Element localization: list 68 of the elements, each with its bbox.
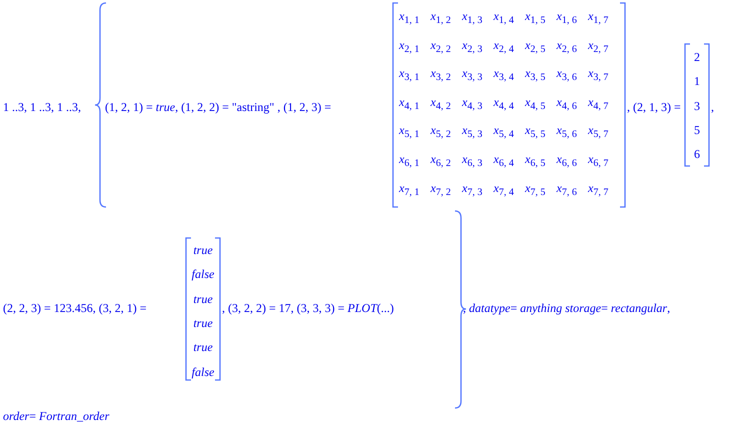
matrix-entry: x$_{1, 4}$: [494, 8, 514, 28]
matrix-entry: x$_{7, 5}$: [525, 180, 546, 199]
matrix-entry: x$_{2, 3}$: [462, 37, 482, 56]
vector-entry: 2: [694, 50, 700, 64]
matrix-entry: x$_{5, 2}$: [430, 123, 451, 142]
vector-entry: true: [193, 291, 213, 306]
vector-entry: true: [193, 340, 213, 354]
matrix-entry: x$_{7, 7}$: [588, 180, 608, 199]
matrix-entry: x$_{7, 6}$: [556, 180, 577, 199]
vector-entry: 3: [694, 98, 700, 113]
expression-text: order= Fortran_order: [3, 408, 110, 424]
matrix-entry: x$_{1, 7}$: [588, 8, 608, 28]
matrix-entry: x$_{3, 2}$: [430, 66, 451, 84]
expression-text: 1 ..3, 1 ..3, 1 ..3,: [3, 100, 81, 114]
expression-text: ,: [711, 100, 714, 114]
matrix-entry: x$_{4, 4}$: [494, 94, 514, 113]
matrix-entry: x$_{2, 6}$: [556, 37, 577, 56]
matrix-entry: x$_{2, 2}$: [430, 37, 451, 56]
matrix-entry: x$_{4, 7}$: [588, 94, 608, 113]
matrix-entry: x$_{3, 6}$: [556, 66, 577, 84]
matrix-entry: x$_{2, 5}$: [525, 37, 546, 56]
matrix-entry: x$_{1, 2}$: [430, 8, 451, 28]
vector-entry: true: [193, 242, 213, 258]
matrix-entry: x$_{5, 4}$: [494, 123, 514, 142]
matrix-entry: x$_{4, 1}$: [399, 94, 420, 113]
matrix-entry: x$_{4, 6}$: [556, 94, 577, 113]
vector-entry: true: [193, 316, 213, 330]
matrix-entry: x$_{3, 4}$: [494, 66, 514, 84]
matrix-entry: x$_{6, 1}$: [399, 152, 420, 170]
expression-text: (2, 2, 3) = 123.456, (3, 2, 1) =: [3, 300, 147, 316]
matrix-entry: x$_{6, 3}$: [462, 152, 482, 170]
matrix-entry: x$_{2, 1}$: [399, 37, 420, 56]
vector-entry: false: [192, 364, 214, 379]
matrix-entry: x$_{7, 3}$: [462, 180, 482, 199]
matrix-entry: x$_{6, 2}$: [430, 152, 451, 170]
vector-entry: 1: [694, 74, 700, 88]
expression-text: , datatype= anything storage= rectangular,: [463, 300, 670, 316]
matrix-entry: x$_{6, 6}$: [556, 152, 577, 170]
matrix-entry: x$_{4, 3}$: [462, 94, 482, 113]
matrix-entry: x$_{5, 3}$: [462, 123, 482, 142]
matrix-entry: x$_{1, 3}$: [462, 8, 482, 28]
matrix-entry: x$_{3, 1}$: [399, 66, 420, 84]
matrix-entry: x$_{5, 7}$: [588, 123, 608, 142]
matrix-entry: x$_{3, 3}$: [462, 66, 482, 84]
matrix-entry: x$_{3, 7}$: [588, 66, 608, 84]
matrix-entry: x$_{6, 7}$: [588, 152, 608, 170]
matrix-entry: x$_{7, 1}$: [399, 180, 420, 199]
matrix-entry: x$_{3, 5}$: [525, 66, 546, 84]
matrix-entry: x$_{7, 4}$: [494, 180, 514, 199]
matrix-entry: x$_{1, 5}$: [525, 8, 546, 28]
matrix-entry: x$_{4, 2}$: [430, 94, 451, 113]
matrix-entry: x$_{5, 6}$: [556, 123, 577, 142]
matrix-entry: x$_{5, 1}$: [399, 123, 420, 142]
matrix-entry: x$_{6, 4}$: [494, 152, 514, 170]
vector-entry: 6: [694, 147, 700, 162]
matrix-entry: x$_{1, 6}$: [556, 8, 577, 28]
vector-entry: false: [192, 267, 214, 282]
matrix-entry: x$_{1, 1}$: [399, 8, 420, 28]
matrix-entry: x$_{4, 5}$: [525, 94, 546, 113]
matrix-entry: x$_{6, 5}$: [525, 152, 546, 170]
expression-text: , (3, 2, 2) = 17, (3, 3, 3) = PLOT(...): [222, 300, 394, 316]
vector-entry: 5: [694, 122, 700, 138]
expression-text: , (2, 1, 3) =: [627, 100, 681, 114]
matrix-entry: x$_{2, 4}$: [494, 37, 514, 56]
matrix-entry: x$_{2, 7}$: [588, 37, 608, 56]
matrix-entry: x$_{7, 2}$: [430, 180, 451, 199]
matrix-entry: x$_{5, 5}$: [525, 123, 546, 142]
expression-text: (1, 2, 1) = true, (1, 2, 2) = "astring" , (1, 2, 3) =: [105, 100, 332, 114]
